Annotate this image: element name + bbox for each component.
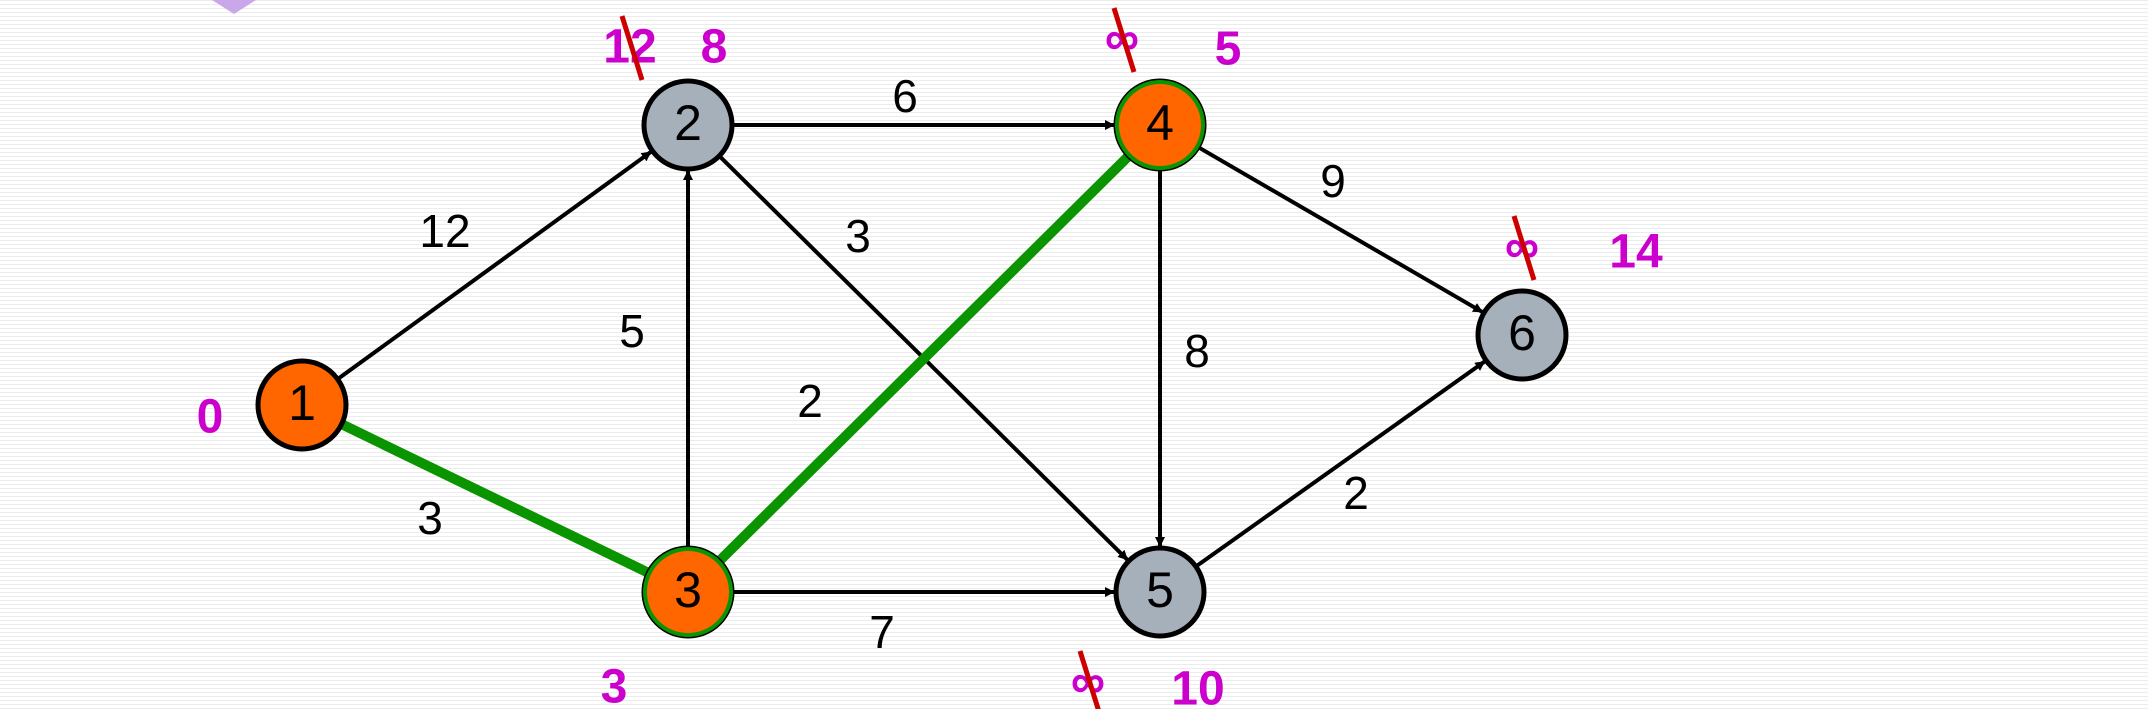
edge-weight-5-6: 2 xyxy=(1343,467,1369,519)
edge-weight-1-3: 3 xyxy=(417,492,443,544)
node-5: 5 xyxy=(1113,545,1207,639)
edge-weight-4-5: 8 xyxy=(1184,325,1210,377)
edge-1-3-shortest-path xyxy=(339,419,649,577)
edges-layer xyxy=(336,120,1486,597)
node-label-4: 4 xyxy=(1146,95,1174,151)
labels-layer: 1256378923201283∞5∞10∞14 xyxy=(197,7,1663,709)
strike-5 xyxy=(1077,650,1101,709)
edge-weight-2-5: 3 xyxy=(845,210,871,262)
node-circle-5 xyxy=(1113,545,1207,639)
distance-4: 5 xyxy=(1215,23,1242,76)
node-3: 3 xyxy=(641,545,735,639)
strike-2 xyxy=(619,15,645,81)
node-2: 2 xyxy=(641,78,735,172)
node-label-6: 6 xyxy=(1508,305,1536,361)
node-4: 4 xyxy=(1113,78,1207,172)
node-label-1: 1 xyxy=(288,375,316,431)
edge-4-6 xyxy=(1197,145,1484,314)
edge-weight-3-5: 7 xyxy=(869,606,895,658)
node-circle-1 xyxy=(255,358,349,452)
distance-2: 8 xyxy=(701,21,728,74)
edge-weight-3-4: 2 xyxy=(797,375,823,427)
node-6: 6 xyxy=(1475,288,1569,382)
distance-1: 0 xyxy=(197,391,224,444)
node-1: 1 xyxy=(255,358,349,452)
strike-6 xyxy=(1511,215,1537,281)
node-highlight-ring-4 xyxy=(1115,80,1205,170)
edge-weight-4-6: 9 xyxy=(1320,155,1346,207)
partial-decoration-shape xyxy=(212,0,256,14)
node-highlight-ring-3 xyxy=(643,547,733,637)
node-circle-6 xyxy=(1475,288,1569,382)
distance-5: 10 xyxy=(1171,663,1224,709)
node-circle-2 xyxy=(641,78,735,172)
edge-weight-3-2: 5 xyxy=(619,305,645,357)
node-label-3: 3 xyxy=(674,562,702,618)
edge-weight-2-4: 6 xyxy=(892,70,918,122)
strike-4 xyxy=(1111,7,1137,73)
edge-weight-1-2: 12 xyxy=(419,205,470,257)
distance-3: 3 xyxy=(601,661,628,709)
distance-6: 14 xyxy=(1609,226,1663,279)
edge-3-4-shortest-path xyxy=(715,153,1131,565)
node-label-2: 2 xyxy=(674,95,702,151)
node-label-5: 5 xyxy=(1146,562,1174,618)
edge-1-2 xyxy=(336,150,652,381)
edge-5-6 xyxy=(1194,359,1486,569)
